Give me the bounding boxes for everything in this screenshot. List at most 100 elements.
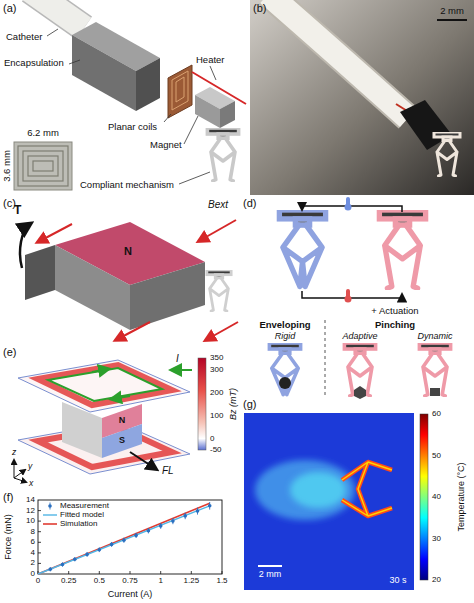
axes-triad	[14, 460, 26, 482]
figure-label: Planar coils	[108, 122, 157, 132]
path-shape	[199, 220, 236, 241]
encapsulation-side	[136, 58, 160, 111]
figure-label: (g)	[243, 399, 256, 411]
divider	[325, 320, 326, 396]
panel-g	[244, 413, 428, 590]
figure-label: N	[119, 416, 126, 425]
figure-label: -50	[210, 446, 222, 454]
panel-a	[14, 0, 246, 190]
catheter-edge	[30, 0, 84, 28]
circle-shape	[159, 524, 163, 528]
figure-label: 100	[210, 411, 223, 419]
path-shape	[38, 511, 41, 564]
scale-bar	[437, 19, 467, 21]
photo-ground	[250, 0, 474, 195]
path-shape	[69, 60, 80, 64]
circle-shape	[134, 534, 138, 538]
thermal-catheter	[255, 460, 355, 520]
figure-label: y	[28, 462, 32, 471]
figure-label: (d)	[243, 198, 256, 210]
path-shape	[184, 116, 198, 144]
coil-trace	[23, 151, 63, 181]
figure-label: (f)	[3, 492, 13, 504]
torque-arrow	[20, 224, 30, 268]
path-shape	[206, 322, 238, 340]
figure-label: 200	[210, 388, 223, 396]
circle-shape	[208, 504, 212, 508]
figure-label: 50	[432, 451, 441, 459]
figure-label: Compliant mechanism	[80, 180, 174, 190]
figure-label: 300	[210, 365, 223, 373]
gripper-cool	[279, 210, 325, 286]
measurement-points	[49, 504, 212, 571]
path-shape	[116, 322, 150, 340]
path-shape	[14, 470, 25, 478]
figure-label: 60	[432, 410, 441, 418]
coil-turn	[172, 71, 188, 110]
figure-label: S	[119, 436, 125, 445]
thermal-ground	[244, 413, 414, 590]
figure-label: 10	[26, 517, 35, 525]
magnet-south	[102, 424, 142, 458]
figure-label: 6	[31, 538, 35, 546]
figure-label: z	[12, 448, 16, 457]
thermal-tip	[290, 472, 346, 508]
circle-shape	[122, 538, 126, 542]
thermal-gripper-core	[342, 462, 392, 516]
legend-sample-simulation	[43, 523, 57, 525]
figure-label: Dynamic	[417, 332, 452, 341]
circle-shape	[98, 548, 102, 552]
figure-label: (c)	[3, 198, 16, 210]
figure-label: 4	[31, 549, 35, 557]
actuation-arrow	[302, 291, 402, 298]
error-bars	[50, 502, 209, 571]
legend-text: Simulation	[60, 520, 97, 528]
photo-gripper	[434, 132, 460, 176]
simulation-line	[38, 503, 210, 574]
figure-label: Bext	[208, 200, 228, 211]
tick-marks	[38, 511, 222, 574]
circle-shape	[196, 509, 200, 513]
loop-arrow	[112, 396, 130, 399]
figure-label: Magnet	[150, 140, 182, 150]
figure-label: 0	[31, 570, 35, 578]
figure-label: Bz (mT)	[229, 388, 238, 420]
magnet-front	[195, 95, 220, 128]
planar-coil	[168, 65, 192, 118]
circle-shape	[147, 529, 151, 533]
figure-label: (a)	[3, 3, 16, 15]
coil-turn	[176, 77, 184, 102]
circle-shape	[85, 553, 89, 557]
cool-arrow	[302, 206, 402, 212]
path-shape	[164, 114, 171, 122]
compliant-gripper	[207, 128, 238, 181]
figure-label: T	[14, 204, 21, 217]
photo-catheter	[268, 0, 408, 118]
figure-label: (e)	[3, 347, 16, 359]
leader-lines	[47, 29, 216, 184]
field-band	[38, 365, 172, 405]
figure-label: 0	[210, 434, 214, 442]
figure-label: N	[124, 246, 132, 258]
coil-trace	[18, 146, 68, 186]
figure-label: Force (mN)	[4, 514, 13, 560]
object-hexagon	[354, 386, 366, 399]
figure-label: 0.5	[94, 577, 105, 585]
figure-label: 350	[210, 354, 223, 362]
magnet-side	[130, 262, 205, 330]
gripper	[207, 270, 231, 311]
figure-label: Enveloping	[259, 320, 310, 330]
gripper-hot	[379, 210, 425, 288]
path-shape	[210, 66, 216, 80]
figure-label: 1	[158, 577, 162, 585]
circle-shape	[171, 519, 175, 523]
panel-b	[250, 0, 474, 195]
figure-label: Pinching	[375, 320, 415, 330]
figure-label: 8	[31, 527, 35, 535]
path-shape	[179, 172, 210, 184]
field-arrows	[38, 220, 238, 340]
panel-c	[20, 220, 238, 340]
path-shape	[38, 571, 222, 574]
figure-label: 40	[432, 493, 441, 501]
